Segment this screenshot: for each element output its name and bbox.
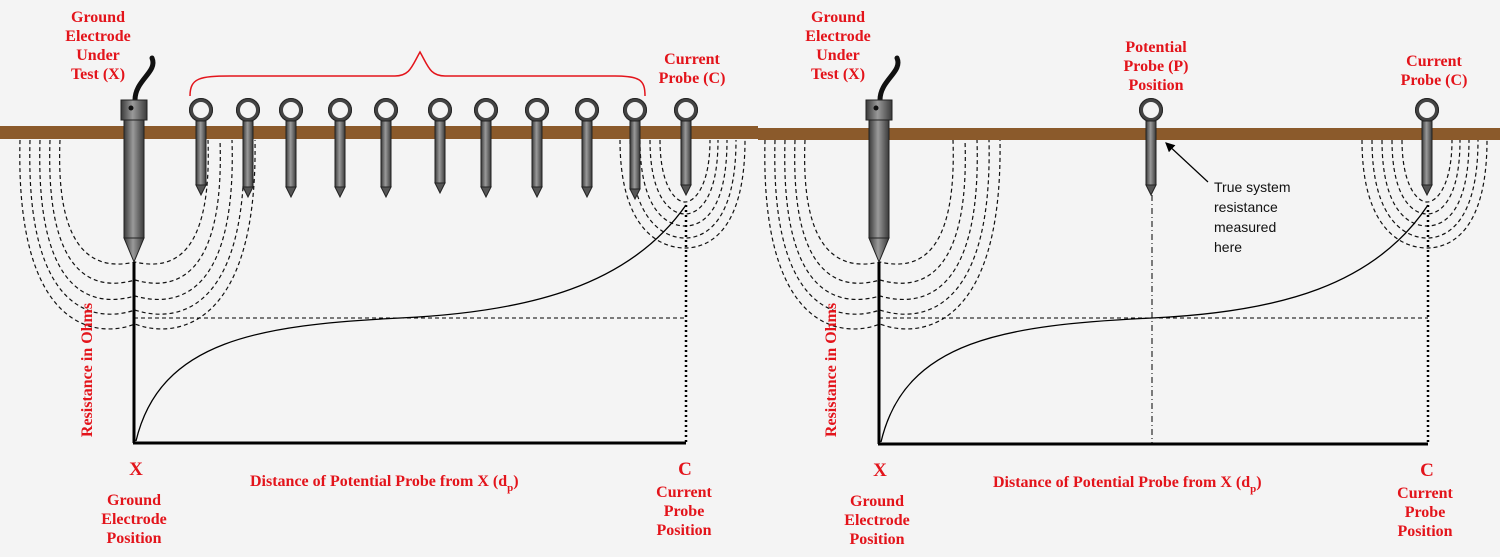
c-marker-caption-right: Current Probe Position <box>1397 485 1453 540</box>
potential-probe-stake <box>279 98 303 199</box>
potential-probe-stake <box>428 98 452 195</box>
y-axis-label-right: Resistance in Ohms <box>823 303 840 437</box>
x-marker-caption-right: Ground Electrode Position <box>844 493 909 548</box>
c-caption-line: Position <box>1397 523 1452 540</box>
electrode-label-line: Under <box>76 47 120 64</box>
potential-probe-stake <box>189 98 213 197</box>
ground-surface-right <box>758 128 1500 140</box>
ground-electrode-left <box>120 55 156 264</box>
current-probe-stake <box>1415 98 1439 197</box>
electrode-label-right: Ground Electrode Under Test (X) <box>805 9 870 83</box>
c-caption-line: Position <box>656 522 711 539</box>
ground-surface-left <box>0 126 758 139</box>
electrode-label-line: Test (X) <box>811 66 865 83</box>
potential-probe-stake <box>623 98 647 201</box>
annotation-line: measured <box>1214 219 1276 235</box>
potential-probe-stake <box>474 98 498 199</box>
c-marker-right: C <box>1420 460 1434 481</box>
current-probe-label-line: Probe (C) <box>1401 72 1468 89</box>
annotation-arrow <box>1165 142 1209 183</box>
electrode-label-line: Ground <box>811 9 865 26</box>
x-caption-line: Electrode <box>101 511 166 528</box>
c-caption-line: Probe <box>664 503 705 520</box>
potential-probe-set <box>189 98 698 201</box>
current-probe-field-lines-right <box>1361 139 1488 249</box>
c-marker-left: C <box>678 459 692 480</box>
potential-probe-stake <box>575 98 599 199</box>
resistance-curve-right <box>880 204 1429 443</box>
electrode-label-line: Ground <box>71 9 125 26</box>
annotation-line: True system <box>1214 179 1291 195</box>
electrode-label-left: Ground Electrode Under Test (X) <box>65 9 130 83</box>
x-marker-right: X <box>873 460 887 481</box>
current-probe-stake <box>674 98 698 197</box>
potential-probe-label-line: Probe (P) <box>1123 58 1188 75</box>
x-axis-label-right: Distance of Potential Probe from X (dp) <box>993 474 1262 495</box>
potential-probe-stake <box>525 98 549 199</box>
c-caption-line: Probe <box>1405 504 1446 521</box>
x-caption-line: Position <box>106 530 161 547</box>
potential-probe-stake <box>328 98 352 199</box>
current-probe-label-line: Current <box>1406 53 1462 70</box>
x-marker-caption-left: Ground Electrode Position <box>101 492 166 547</box>
annotation-line: resistance <box>1214 199 1278 215</box>
current-probe-label-right: Current Probe (C) <box>1401 53 1468 89</box>
x-caption-line: Ground <box>107 492 161 509</box>
current-probe-label-line: Current <box>664 51 720 68</box>
potential-probe-label: Potential Probe (P) Position <box>1123 39 1188 94</box>
resistance-curve-left <box>135 204 687 442</box>
c-caption-line: Current <box>656 484 712 501</box>
electrode-label-line: Under <box>816 47 860 64</box>
potential-probe-stake <box>374 98 398 199</box>
annotation-line: here <box>1214 239 1242 255</box>
right-panel: True system resistance measured here Gro… <box>764 9 1488 548</box>
current-probe-label-left: Current Probe (C) <box>659 51 726 87</box>
probe-range-brace <box>189 50 646 97</box>
x-caption-line: Ground <box>850 493 904 510</box>
ground-electrode-right <box>865 55 901 264</box>
current-probe-label-line: Probe (C) <box>659 70 726 87</box>
electrode-label-line: Electrode <box>805 28 870 45</box>
electrode-label-line: Electrode <box>65 28 130 45</box>
potential-probe-stake <box>1139 98 1163 197</box>
electrode-label-line: Test (X) <box>71 66 125 83</box>
potential-probe-label-line: Potential <box>1125 39 1187 56</box>
c-marker-caption-left: Current Probe Position <box>656 484 712 539</box>
y-axis-label-left: Resistance in Ohms <box>79 303 96 437</box>
potential-probe-stake <box>236 98 260 199</box>
x-caption-line: Electrode <box>844 512 909 529</box>
x-marker-left: X <box>129 459 143 480</box>
x-caption-line: Position <box>849 531 904 548</box>
potential-probe-label-line: Position <box>1128 77 1183 94</box>
single-probe-set <box>1139 98 1439 197</box>
x-axis-label-left: Distance of Potential Probe from X (dp) <box>250 473 519 494</box>
left-panel: Ground Electrode Under Test (X) Current … <box>19 9 746 547</box>
annotation-text: True system resistance measured here <box>1214 179 1291 255</box>
c-caption-line: Current <box>1397 485 1453 502</box>
